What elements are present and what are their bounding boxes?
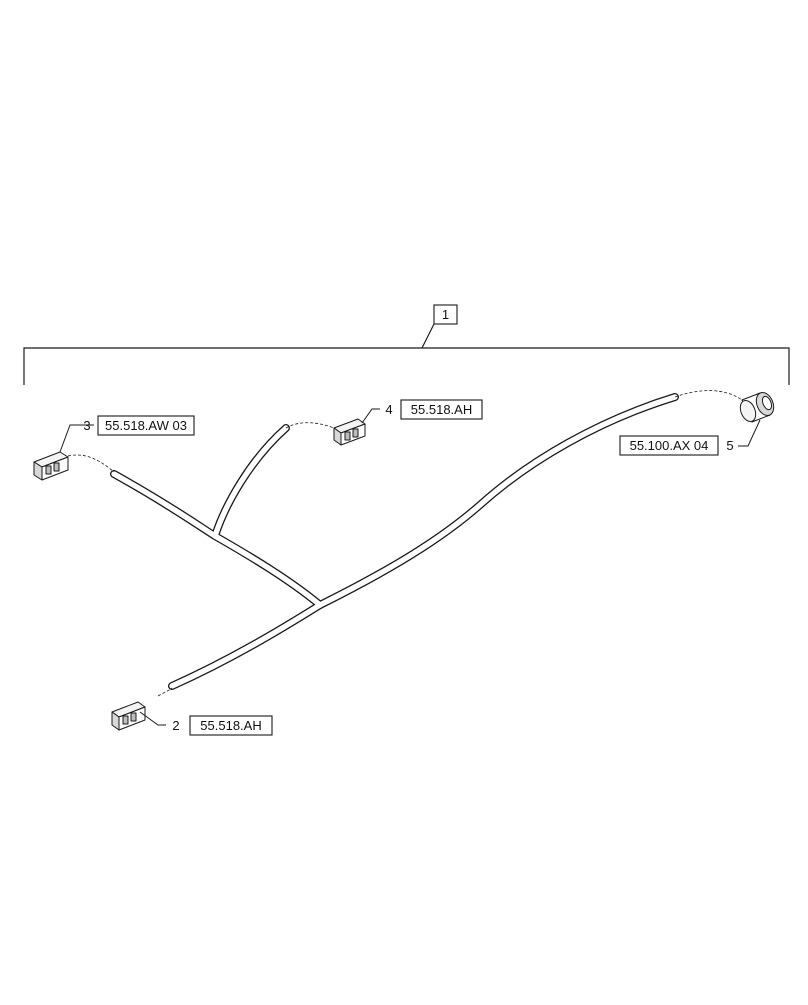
callout-4-number: 4 [385,402,392,417]
connector-4-icon [333,418,366,446]
callout-4-reference: 55.518.AH [411,402,472,417]
callout-5-number: 5 [726,438,733,453]
assembly-bracket [23,323,790,385]
callout-2-number: 2 [172,718,179,733]
callout-5: 55.100.AX 04 5 [619,435,734,456]
callout-5-reference: 55.100.AX 04 [630,438,709,453]
dashed-leads [67,390,743,697]
connector-2-icon [111,701,146,731]
leader-lines [59,408,761,726]
callout-4: 4 55.518.AH [385,399,483,420]
callout-2-reference: 55.518.AH [200,718,261,733]
connector-3-icon [33,451,69,481]
connector-5-icon [739,391,775,423]
callout-3-reference: 55.518.AW 03 [105,418,187,433]
callout-3: 3 55.518.AW 03 [83,415,195,436]
callout-1-label: 1 [442,307,449,322]
callout-1: 1 [433,304,458,325]
harness-cable [110,393,679,690]
callout-3-number: 3 [83,418,90,433]
callout-2: 2 55.518.AH [172,715,273,736]
